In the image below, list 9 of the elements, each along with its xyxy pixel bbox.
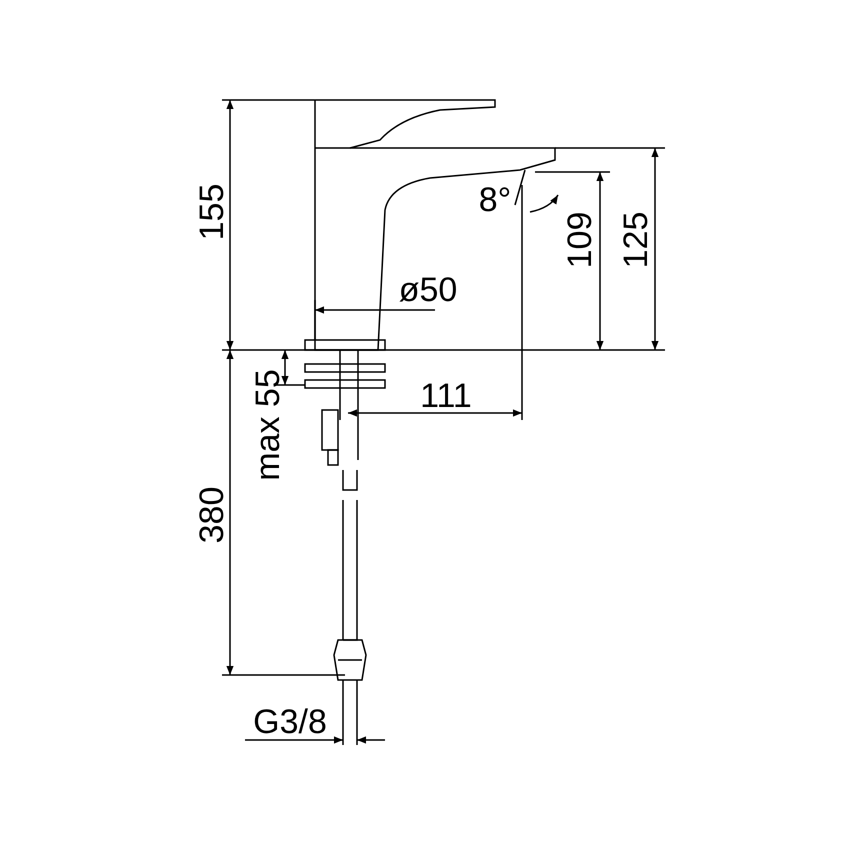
dimension-label: 155 [195,184,229,240]
dimension-label: G3/8 [253,705,327,739]
dimension-label: 111 [420,379,472,413]
dimension-label: 380 [195,486,229,544]
dimension-label: 109 [563,212,597,268]
dimension-label: 125 [619,212,653,268]
dimension-label: max 55 [251,369,285,481]
dimension-label: 8° [478,183,512,217]
dimension-label: ø50 [398,273,458,307]
